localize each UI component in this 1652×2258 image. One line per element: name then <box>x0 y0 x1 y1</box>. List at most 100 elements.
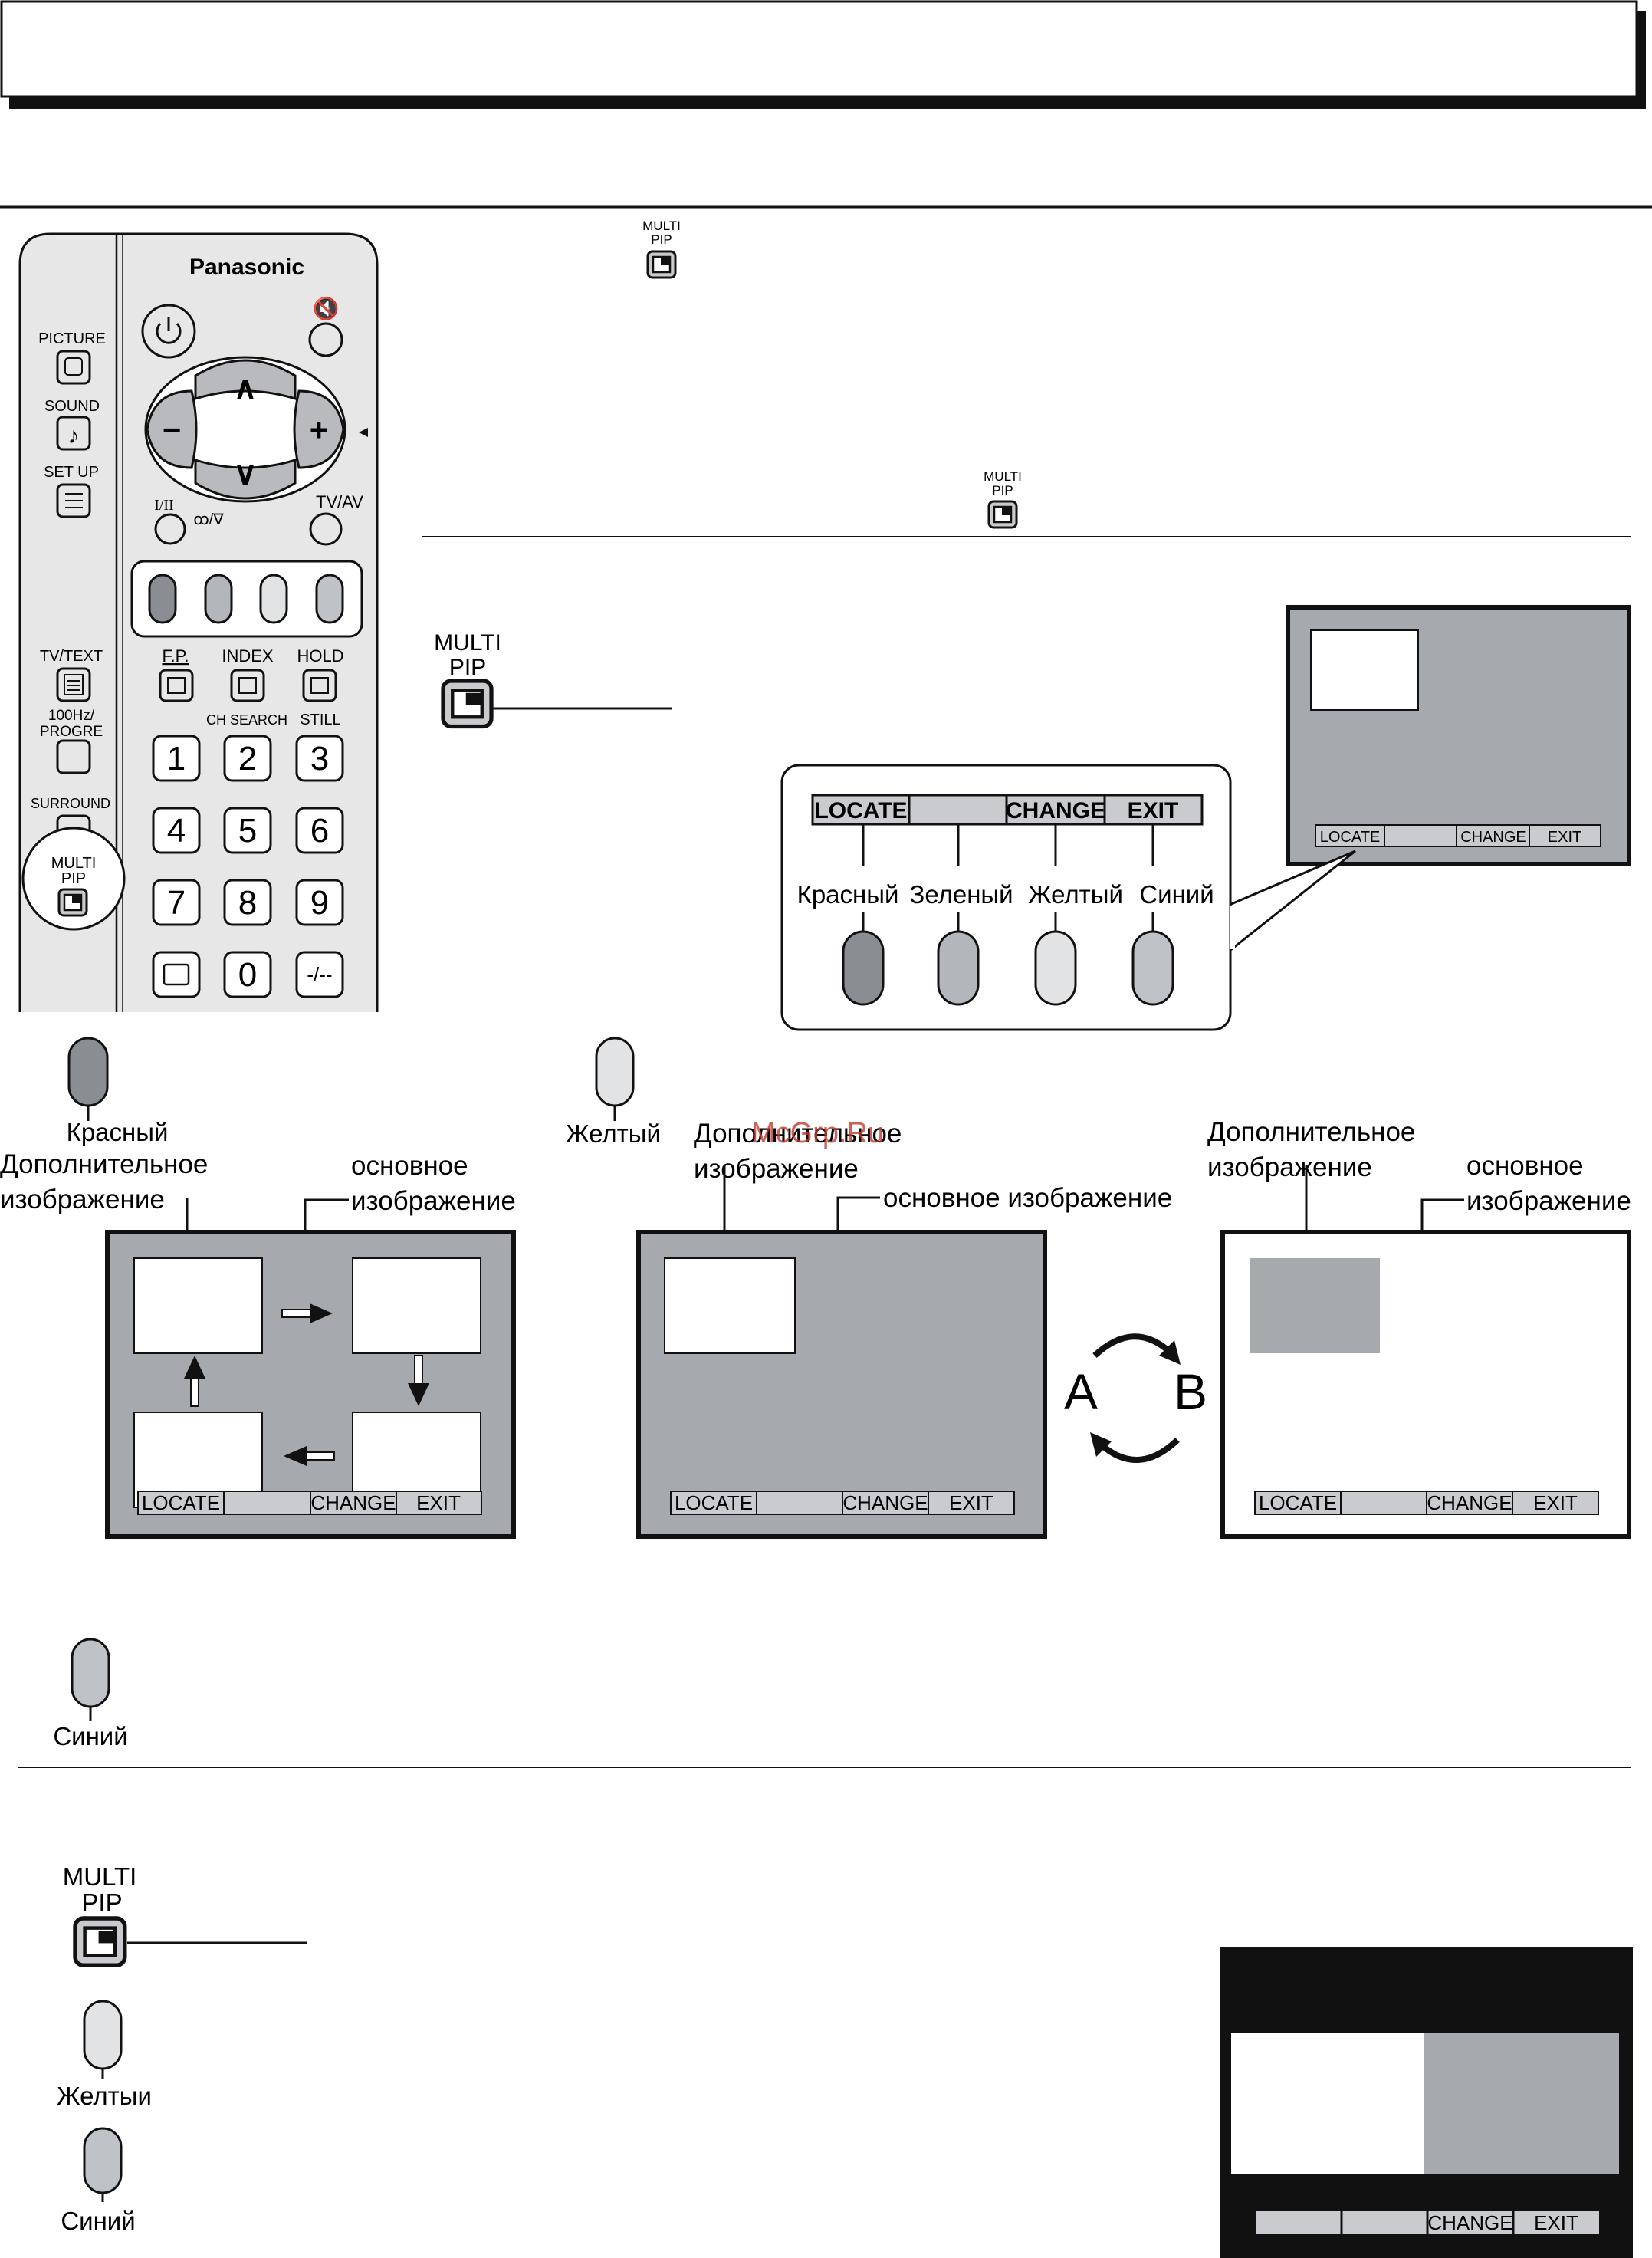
digit-label: 5 <box>238 812 257 850</box>
sub-picture-label-b-2: изображение <box>1207 1152 1372 1182</box>
remote-label-sound-mode: I/II <box>154 497 174 514</box>
digit-button-8[interactable] <box>223 879 272 926</box>
digit-label: 6 <box>310 812 329 850</box>
remote-green-button[interactable] <box>204 574 233 624</box>
sub-picture-label-2: изображение <box>694 1154 859 1184</box>
main-picture-label-b-2: изображение <box>1466 1186 1631 1216</box>
menu-change: CHANGE <box>1427 1491 1512 1514</box>
menu-locate: LOCATE <box>1320 829 1381 846</box>
volume-down-button[interactable] <box>146 389 198 469</box>
inline-multi-label: MULTI <box>642 219 681 233</box>
digit-button-4[interactable] <box>152 807 201 854</box>
arrow-left-icon <box>284 1446 335 1466</box>
menu-exit: EXIT <box>1533 1491 1578 1514</box>
callout-menu-exit: EXIT <box>1128 798 1179 823</box>
mute-button[interactable] <box>308 322 343 357</box>
label-a: A <box>1064 1363 1098 1420</box>
digit-button-0[interactable] <box>223 951 272 998</box>
progressive-button[interactable] <box>56 739 91 774</box>
digit-label: 2 <box>238 740 257 777</box>
pip-icon <box>987 500 1018 529</box>
remote-yellow-button[interactable] <box>259 574 288 624</box>
main-picture-label: основное изображение <box>883 1183 1172 1213</box>
multi-pip-button[interactable] <box>57 888 88 917</box>
digit-button-7[interactable] <box>152 879 201 926</box>
blue-key-label: Синий <box>53 1722 127 1750</box>
channel-down-button[interactable] <box>194 458 297 500</box>
sub-picture-a <box>664 1257 796 1354</box>
callout-pointer <box>1229 850 1356 952</box>
digit-button-2[interactable] <box>223 735 272 782</box>
menu-exit: EXIT <box>1534 2211 1578 2234</box>
label-green: Зеленый <box>909 880 1013 909</box>
digit-button-3[interactable] <box>295 735 344 782</box>
arrow-right-icon <box>281 1303 333 1323</box>
tvav-button[interactable] <box>309 512 343 546</box>
yellow-key-label: Желтый <box>566 1119 661 1148</box>
sound-button[interactable] <box>56 416 91 451</box>
aspect-icon <box>163 963 190 986</box>
remote-blue-button[interactable] <box>315 574 344 624</box>
menu-exit: EXIT <box>949 1491 993 1514</box>
color-buttons-frame <box>130 560 363 638</box>
inline-multi-label: MULTI <box>984 469 1022 484</box>
digit-button-9[interactable] <box>295 879 344 926</box>
remote-label-multi: MULTI <box>51 855 97 872</box>
blue-button[interactable] <box>1131 930 1174 1006</box>
sound-mode-button[interactable] <box>154 513 186 545</box>
sub-picture-label-1: Дополнительное <box>694 1119 902 1149</box>
volume-up-button[interactable] <box>293 389 345 469</box>
blue-key <box>71 1638 110 1708</box>
yellow-key <box>595 1037 635 1107</box>
menu-list-icon <box>65 493 83 508</box>
label-yellow: Желтый <box>1028 880 1123 909</box>
yellow-button[interactable] <box>1034 930 1077 1006</box>
digit-label: 4 <box>167 812 186 850</box>
pip-label: PIP <box>449 655 486 680</box>
down-chevron-icon: ∨ <box>234 455 258 491</box>
remote-red-button[interactable] <box>148 574 177 624</box>
note-icon: ♪ <box>68 423 80 449</box>
directional-pad: ∧ ∨ − + <box>144 356 346 503</box>
multi-pip-button-bottom[interactable] <box>75 1918 125 1965</box>
menu-locate: LOCATE <box>142 1491 220 1514</box>
up-chevron-icon: ∧ <box>234 370 258 406</box>
sub-picture-label-2: изображение <box>0 1185 165 1214</box>
inline-pip-label: PIP <box>992 483 1013 498</box>
digit-button-6[interactable] <box>295 807 344 854</box>
screen-menu-bar <box>1315 824 1601 847</box>
red-button[interactable] <box>842 930 885 1006</box>
digit-label: 8 <box>238 884 257 922</box>
picture-button[interactable] <box>56 350 91 385</box>
aspect-button[interactable] <box>152 951 201 998</box>
green-button[interactable] <box>937 930 980 1006</box>
multi-label: MULTI <box>63 1862 137 1891</box>
split-screen-diagram: MULTI PIP Желтыи Синий CHANGE EXIT <box>57 1862 1633 2258</box>
channel-up-button[interactable] <box>194 359 297 401</box>
menu-locate: LOCATE <box>675 1491 753 1514</box>
arrow-up-icon <box>184 1356 205 1407</box>
two-digit-button[interactable] <box>295 951 344 998</box>
remote-label-progre: PROGRE <box>40 724 103 740</box>
remote-label-sound-sym: ꝏ/∇ <box>193 511 224 528</box>
menu-exit: EXIT <box>1548 829 1581 846</box>
digit-button-5[interactable] <box>223 807 272 854</box>
multi-pip-button-large[interactable] <box>443 681 491 727</box>
remote-label-sound: SOUND <box>44 398 100 415</box>
index-button[interactable] <box>230 669 265 702</box>
digit-button-1[interactable] <box>152 735 201 782</box>
main-picture-label-2: изображение <box>351 1186 516 1216</box>
yellow-key-label: Желтыи <box>57 2082 152 2110</box>
remote-label-still: STILL <box>300 712 340 728</box>
split-right-picture <box>1424 2033 1619 2174</box>
plus-icon: + <box>310 412 329 448</box>
hold-button[interactable] <box>302 669 337 702</box>
fp-button[interactable] <box>159 669 194 702</box>
remote-control: Panasonic PICTURE SOUND ♪ SET UP TV/TEXT… <box>18 232 379 1012</box>
sub-picture <box>1310 629 1419 711</box>
two-digit-label: -/-- <box>307 963 332 986</box>
yellow-key <box>83 2000 123 2070</box>
power-icon <box>156 317 182 344</box>
swap-diagram: Желтый Дополнительное McGrp.Ru изображен… <box>566 1037 1631 1539</box>
